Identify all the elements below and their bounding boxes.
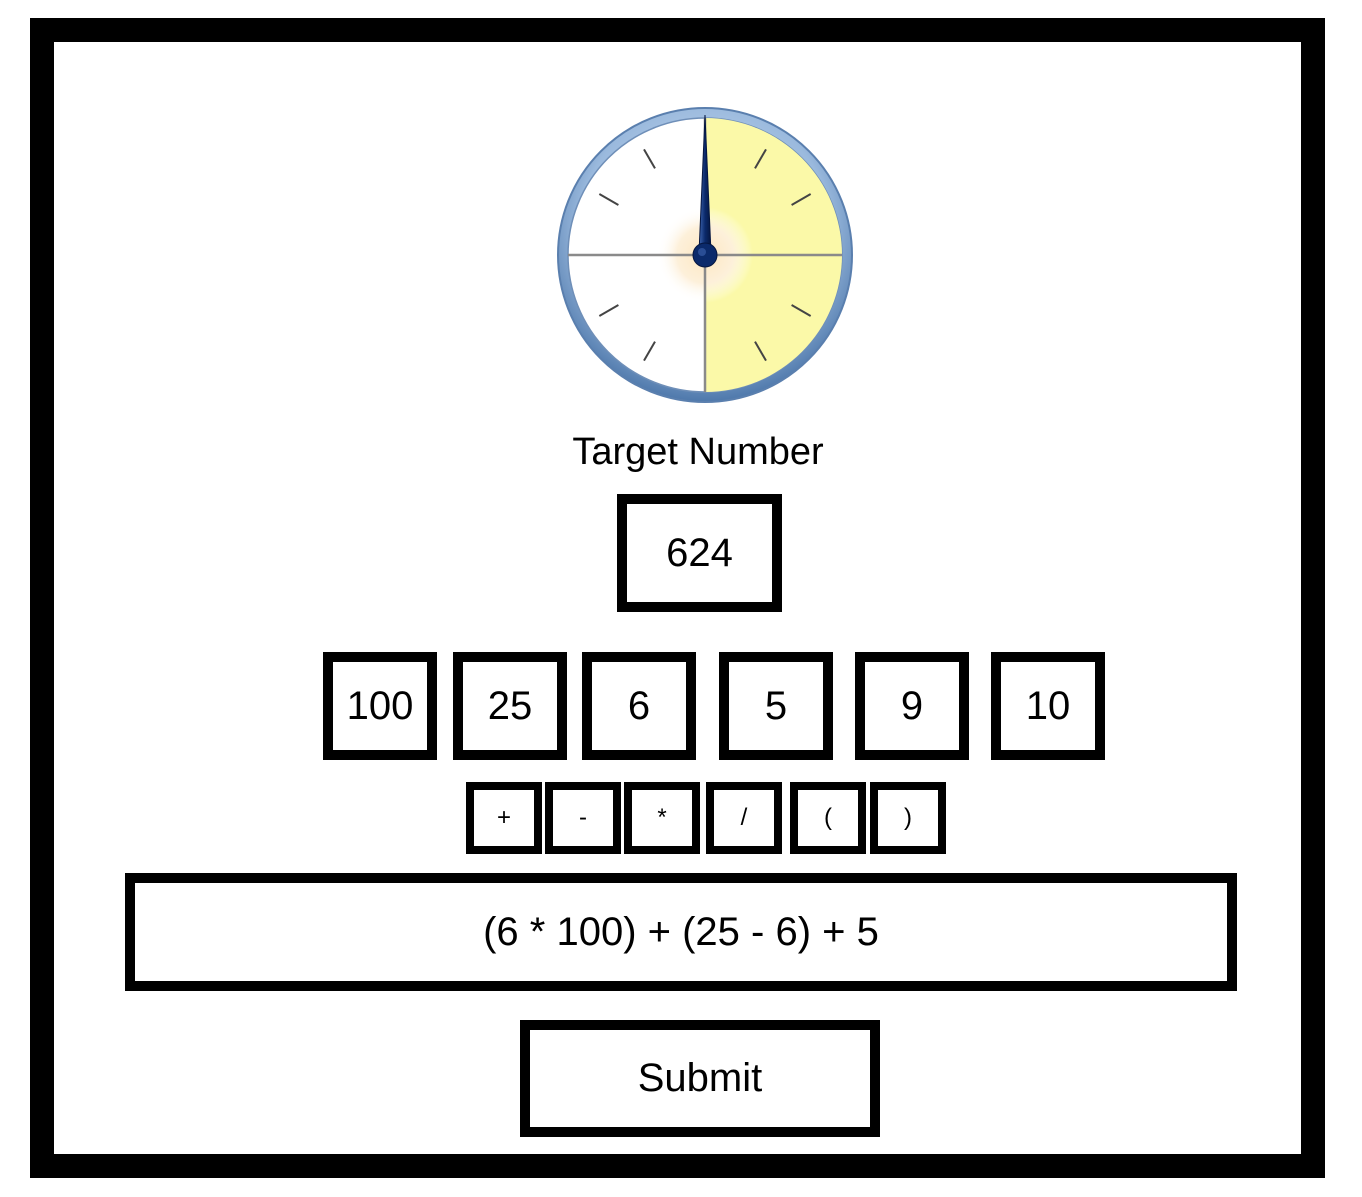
operator-close-paren-button[interactable]: ) — [870, 782, 946, 854]
operator-minus-button[interactable]: - — [545, 782, 621, 854]
clock-tick — [791, 304, 812, 317]
number-tile[interactable]: 6 — [582, 652, 696, 760]
number-tile[interactable]: 9 — [855, 652, 969, 760]
clock-tick — [754, 341, 767, 362]
stopwatch-icon — [557, 107, 853, 403]
operator-plus-button[interactable]: + — [466, 782, 542, 854]
clock-tick — [643, 148, 656, 169]
clock-tick — [791, 193, 812, 206]
target-number-value: 624 — [617, 494, 782, 612]
clock-tick — [598, 193, 619, 206]
operator-divide-button[interactable]: / — [706, 782, 782, 854]
number-tile[interactable]: 100 — [323, 652, 437, 760]
number-tile[interactable]: 25 — [453, 652, 567, 760]
clock-tick — [754, 148, 767, 169]
clock-tick — [643, 341, 656, 362]
operator-multiply-button[interactable]: * — [624, 782, 700, 854]
number-tile[interactable]: 5 — [719, 652, 833, 760]
clock-tick — [598, 304, 619, 317]
number-tile[interactable]: 10 — [991, 652, 1105, 760]
target-number-label: Target Number — [572, 431, 824, 473]
expression-field[interactable]: (6 * 100) + (25 - 6) + 5 — [125, 873, 1237, 991]
operator-open-paren-button[interactable]: ( — [790, 782, 866, 854]
submit-button[interactable]: Submit — [520, 1020, 880, 1137]
